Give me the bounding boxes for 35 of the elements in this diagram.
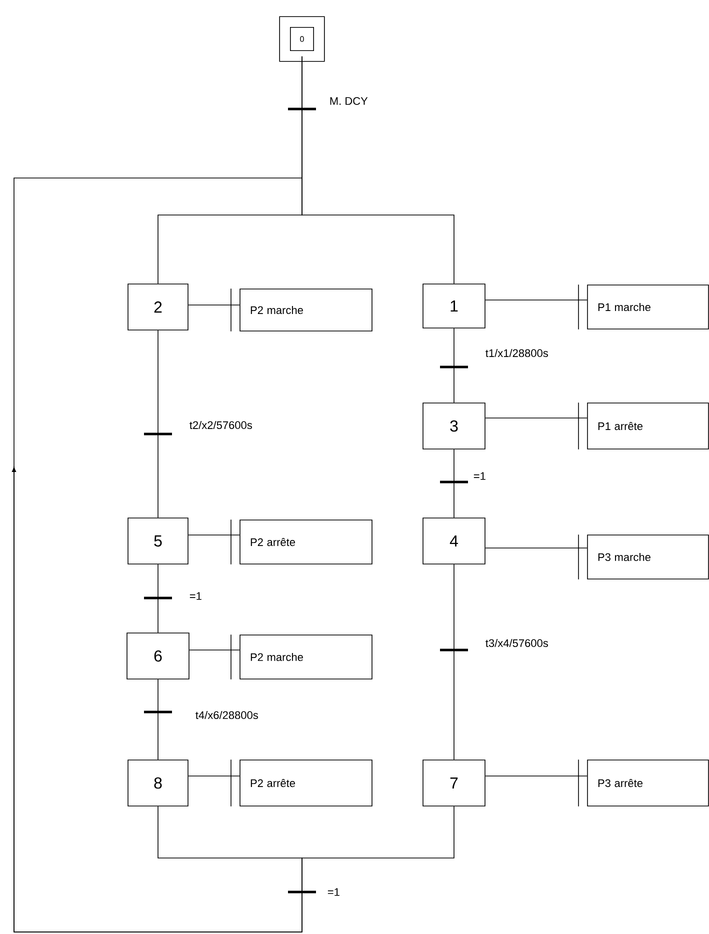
action-box: P2 marche [240,634,372,680]
step-box: 2 [128,284,188,330]
connector-line [12,467,454,932]
action-link [485,759,588,807]
action-box: P1 arrête [587,402,709,450]
transition-label: =1 [472,471,487,481]
action-link [188,288,240,332]
step-box: 5 [128,518,188,564]
transition-label: =1 [326,887,341,897]
action-link [189,634,240,680]
action-link [188,759,240,807]
transition-label: t2/x2/57600s [188,420,254,430]
step-box: 7 [422,760,486,806]
action-link [485,284,588,330]
transition-label: M. DCY [328,96,369,106]
step-box: 4 [422,518,486,564]
step-box: 8 [128,760,188,806]
step-box: 3 [422,402,486,450]
transition-label: =1 [188,591,203,601]
transition-label: t3/x4/57600s [484,638,550,648]
action-link [485,402,588,450]
connector-line [302,56,454,284]
action-box: P3 marche [587,534,709,580]
action-box: P2 marche [240,288,372,332]
step-box: 6 [126,632,190,680]
step-box: 1 [422,284,486,328]
action-link [485,534,588,580]
initial-step-box: 0 [279,16,325,62]
action-box: P1 marche [587,284,709,330]
action-box: P2 arrête [240,760,372,806]
action-link [188,519,240,565]
action-box: P3 arrête [587,760,709,806]
transition-label: t4/x6/28800s [194,710,260,720]
transition-label: t1/x1/28800s [484,348,550,358]
action-box: P2 arrête [240,520,372,564]
